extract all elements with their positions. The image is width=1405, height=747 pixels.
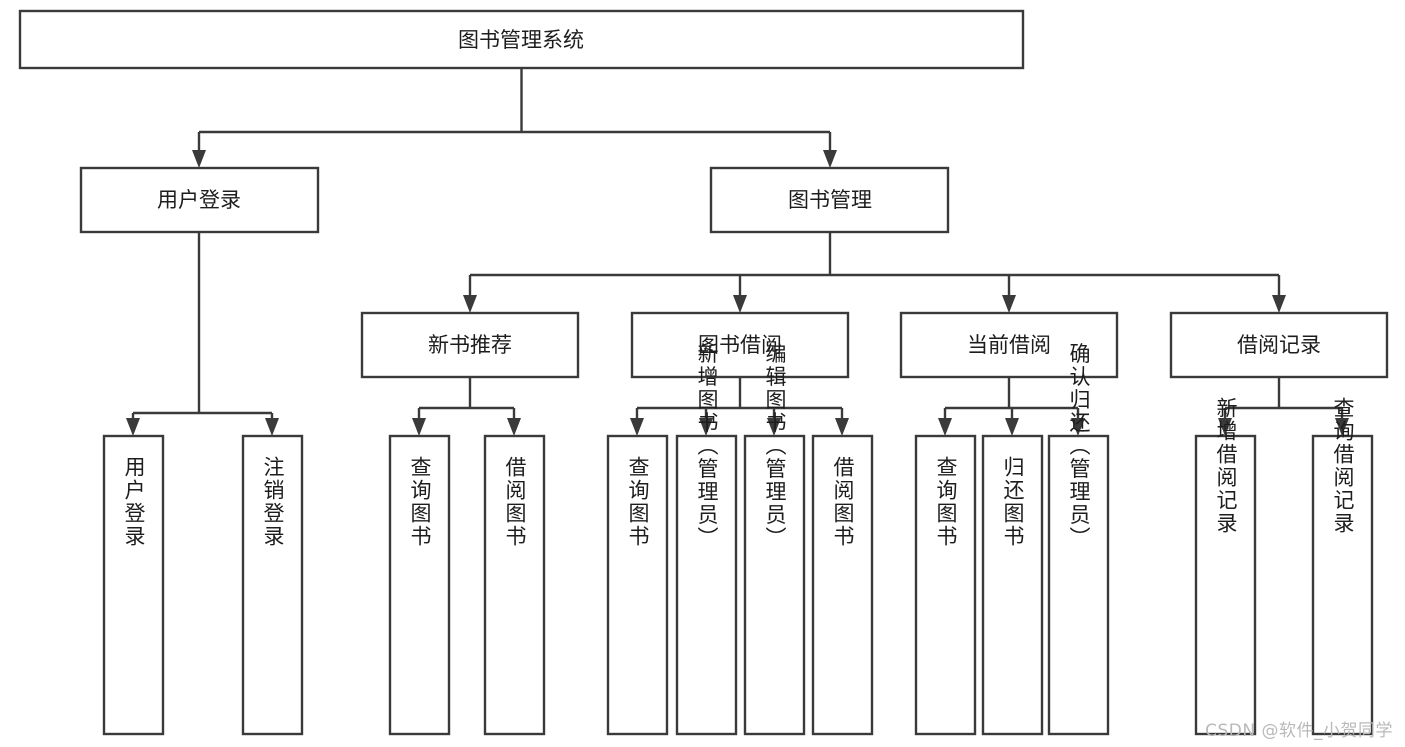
node-leaf-query-book-3-box[interactable] — [914, 434, 977, 736]
node-leaf-confirm-return-box[interactable] — [1047, 434, 1110, 736]
connector-group-new-book-recommend — [412, 377, 521, 436]
node-leaf-borrow-book-1-label: 借阅图书 — [503, 456, 527, 548]
arrowhead-leaf-add-book — [699, 418, 713, 436]
csdn-watermark: CSDN @软件_小贺同学 — [1205, 721, 1393, 741]
node-new-book-recommend[interactable]: 新书推荐 — [360, 311, 580, 379]
node-new-book-recommend-box[interactable] — [360, 311, 580, 379]
node-leaf-return-book-box[interactable] — [981, 434, 1044, 736]
arrowhead-leaf-query-record — [1335, 418, 1349, 436]
node-book-management[interactable]: 图书管理 — [709, 166, 950, 234]
node-leaf-add-book-label: 新增图书（管理员） — [695, 343, 719, 550]
node-leaf-query-record-box[interactable] — [1311, 434, 1374, 736]
node-current-borrow[interactable]: 当前借阅 — [899, 311, 1119, 379]
arrowhead-leaf-borrow-book-1 — [507, 418, 521, 436]
node-leaf-borrow-book-2-label: 借阅图书 — [831, 456, 855, 548]
connector-group-current-borrow — [938, 377, 1085, 436]
node-leaf-borrow-book-2[interactable]: 借阅图书 — [811, 434, 874, 736]
node-book-borrow[interactable]: 图书借阅 — [630, 311, 850, 379]
node-leaf-query-book-1-label: 查询图书 — [408, 456, 432, 548]
node-leaf-confirm-return-label: 确认归还（管理员） — [1067, 343, 1091, 550]
node-leaf-query-book-1[interactable]: 查询图书 — [388, 434, 451, 736]
node-leaf-borrow-book-1-box[interactable] — [483, 434, 546, 736]
arrowhead-leaf-user-logout — [265, 418, 279, 436]
node-borrow-record-box[interactable] — [1169, 311, 1389, 379]
node-leaf-add-book[interactable]: 新增图书（管理员） — [675, 343, 738, 736]
node-leaf-borrow-book-2-box[interactable] — [811, 434, 874, 736]
node-root[interactable]: 图书管理系统 — [18, 9, 1025, 70]
node-leaf-query-book-2-box[interactable] — [606, 434, 669, 736]
node-leaf-user-logout[interactable]: 注销登录 — [241, 434, 304, 736]
node-book-borrow-box[interactable] — [630, 311, 850, 379]
arrowhead-borrow-record — [1272, 295, 1286, 313]
arrowhead-leaf-return-book — [1005, 418, 1019, 436]
node-leaf-confirm-return[interactable]: 确认归还（管理员） — [1047, 343, 1110, 736]
node-leaf-add-record-label: 新增借阅记录 — [1214, 397, 1238, 535]
arrowhead-user-login — [192, 150, 206, 168]
arrowhead-leaf-confirm-return — [1071, 418, 1085, 436]
node-current-borrow-box[interactable] — [899, 311, 1119, 379]
node-leaf-query-record[interactable]: 查询借阅记录 — [1311, 397, 1374, 736]
node-leaf-return-book-label: 归还图书 — [1001, 456, 1025, 548]
arrowhead-current-borrow — [1002, 295, 1016, 313]
node-root-box[interactable] — [18, 9, 1025, 70]
node-book-borrow-label: 图书借阅 — [698, 333, 782, 357]
node-leaf-query-book-3-label: 查询图书 — [934, 456, 958, 548]
arrowhead-new-book-recommend — [463, 295, 477, 313]
node-user-login-label: 用户登录 — [157, 188, 241, 212]
node-leaf-add-record[interactable]: 新增借阅记录 — [1194, 397, 1257, 736]
node-root-label: 图书管理系统 — [458, 28, 584, 52]
arrowhead-leaf-query-book-2 — [630, 418, 644, 436]
node-leaf-query-book-2-label: 查询图书 — [626, 456, 650, 548]
arrowhead-leaf-add-record — [1218, 418, 1232, 436]
arrowhead-leaf-user-login — [126, 418, 140, 436]
node-leaf-query-book-3[interactable]: 查询图书 — [914, 434, 977, 736]
connector-group-root — [192, 68, 837, 168]
node-leaf-edit-book[interactable]: 编辑图书（管理员） — [743, 343, 806, 736]
arrowhead-book-borrow — [733, 295, 747, 313]
node-user-login-box[interactable] — [79, 166, 320, 234]
arrowhead-leaf-query-book-3 — [938, 418, 952, 436]
node-current-borrow-label: 当前借阅 — [967, 333, 1051, 357]
connector-group-borrow-record — [1218, 377, 1349, 436]
node-leaf-return-book[interactable]: 归还图书 — [981, 434, 1044, 736]
node-user-login[interactable]: 用户登录 — [79, 166, 320, 234]
node-leaf-add-record-box[interactable] — [1194, 434, 1257, 736]
node-leaf-borrow-book-1[interactable]: 借阅图书 — [483, 434, 546, 736]
node-leaf-user-logout-label: 注销登录 — [261, 456, 285, 548]
node-borrow-record-label: 借阅记录 — [1237, 333, 1321, 357]
node-borrow-record[interactable]: 借阅记录 — [1169, 311, 1389, 379]
node-book-management-box[interactable] — [709, 166, 950, 234]
connector-group-book-borrow — [630, 377, 849, 436]
arrowhead-leaf-edit-book — [767, 418, 781, 436]
node-leaf-user-login-label: 用户登录 — [122, 456, 146, 548]
node-leaf-user-login[interactable]: 用户登录 — [102, 434, 165, 736]
connector-group-user-login — [126, 232, 279, 436]
node-leaf-query-book-1-box[interactable] — [388, 434, 451, 736]
arrowhead-leaf-borrow-book-2 — [835, 418, 849, 436]
arrowhead-leaf-query-book-1 — [412, 418, 426, 436]
node-leaf-user-login-box[interactable] — [102, 434, 165, 736]
node-leaf-query-book-2[interactable]: 查询图书 — [606, 434, 669, 736]
node-leaf-user-logout-box[interactable] — [241, 434, 304, 736]
node-leaf-add-book-box[interactable] — [675, 434, 738, 736]
node-new-book-recommend-label: 新书推荐 — [428, 333, 512, 357]
node-book-management-label: 图书管理 — [788, 188, 872, 212]
node-leaf-edit-book-box[interactable] — [743, 434, 806, 736]
node-leaf-query-record-label: 查询借阅记录 — [1331, 397, 1355, 535]
node-leaf-edit-book-label: 编辑图书（管理员） — [763, 343, 787, 550]
connector-group-book-management — [463, 232, 1286, 313]
arrowhead-book-management — [823, 150, 837, 168]
